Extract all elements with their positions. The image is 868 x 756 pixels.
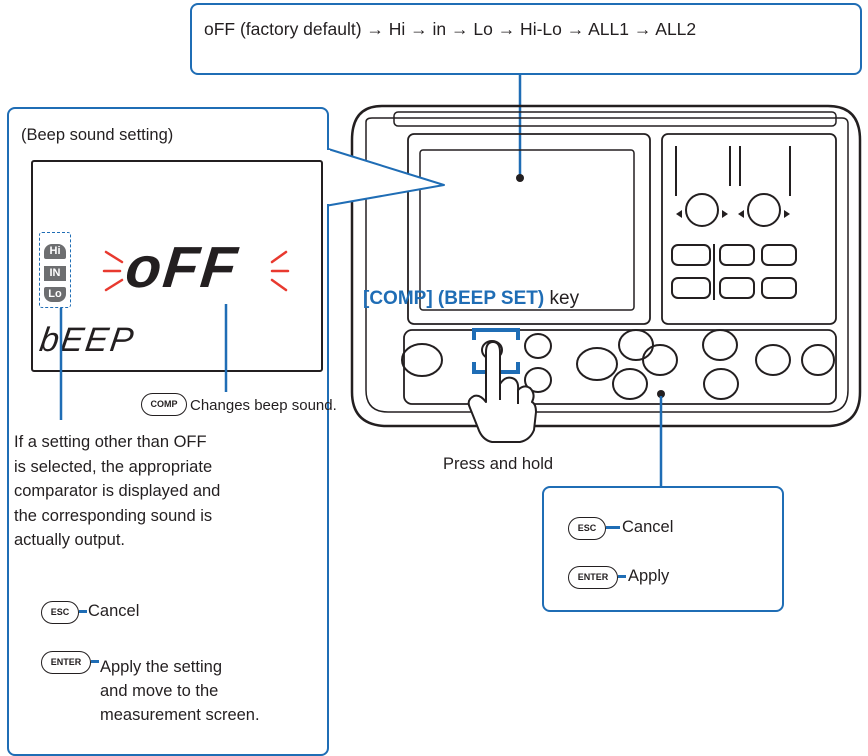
cancel-label: Cancel bbox=[88, 602, 140, 620]
esc-connector bbox=[79, 610, 87, 613]
callout-joint bbox=[322, 150, 330, 204]
comparator-note-line: comparator is displayed and bbox=[14, 482, 221, 500]
device-body bbox=[350, 104, 862, 428]
esc-connector bbox=[606, 526, 620, 529]
indicator-hi: Hi bbox=[44, 244, 66, 259]
cancel-label: Cancel bbox=[622, 518, 674, 536]
comparator-note-line: is selected, the appropriate bbox=[14, 457, 213, 476]
enter-connector bbox=[91, 660, 99, 663]
comparator-note-line: actually output. bbox=[14, 531, 125, 549]
comp-note: Changes beep sound. bbox=[190, 397, 337, 414]
apply-note-line: and move to the bbox=[100, 682, 219, 700]
comp-key-label-bold: [COMP] (BEEP SET) bbox=[363, 288, 545, 309]
comparator-indicators bbox=[39, 232, 71, 308]
apply-note-line: Apply the setting bbox=[100, 658, 222, 676]
blink-marks bbox=[102, 250, 290, 292]
comp-key-label-plain: key bbox=[549, 288, 580, 309]
comp-key-icon: COMP bbox=[141, 393, 187, 416]
panel-title: (Beep sound setting) bbox=[21, 126, 174, 144]
confirm-box bbox=[542, 486, 784, 612]
comparator-note: If a setting other than OFF is selected,… bbox=[14, 430, 220, 553]
apply-label: Apply bbox=[628, 567, 670, 585]
enter-key-icon: ENTER bbox=[568, 566, 618, 589]
apply-note-line: measurement screen. bbox=[100, 706, 260, 724]
esc-key-icon: ESC bbox=[41, 601, 79, 624]
keys-point bbox=[657, 390, 665, 398]
mode-sequence-box bbox=[190, 3, 862, 75]
indicator-in: IN bbox=[44, 266, 66, 281]
comparator-note-line: the corresponding sound is bbox=[14, 506, 213, 525]
right-control-arrows bbox=[676, 210, 790, 218]
panel-leader-lines bbox=[59, 304, 228, 420]
enter-key-icon: ENTER bbox=[41, 651, 91, 674]
callout-wedge bbox=[324, 147, 445, 207]
pressing-hand-icon bbox=[467, 341, 537, 443]
mode-sequence: oFF (factory default) → Hi → in → Lo → H… bbox=[204, 19, 697, 39]
indicator-lo: Lo bbox=[44, 287, 66, 302]
comp-key-label: [COMP] (BEEP SET) key bbox=[363, 288, 579, 310]
lcd-screen bbox=[31, 160, 323, 372]
esc-key-icon: ESC bbox=[568, 517, 606, 540]
enter-connector bbox=[618, 575, 626, 578]
press-and-hold-label: Press and hold bbox=[443, 455, 554, 473]
apply-note: Apply the setting and move to the measur… bbox=[100, 655, 260, 727]
comparator-note-line: If a setting other than OFF bbox=[14, 433, 207, 451]
display-point bbox=[516, 174, 524, 182]
